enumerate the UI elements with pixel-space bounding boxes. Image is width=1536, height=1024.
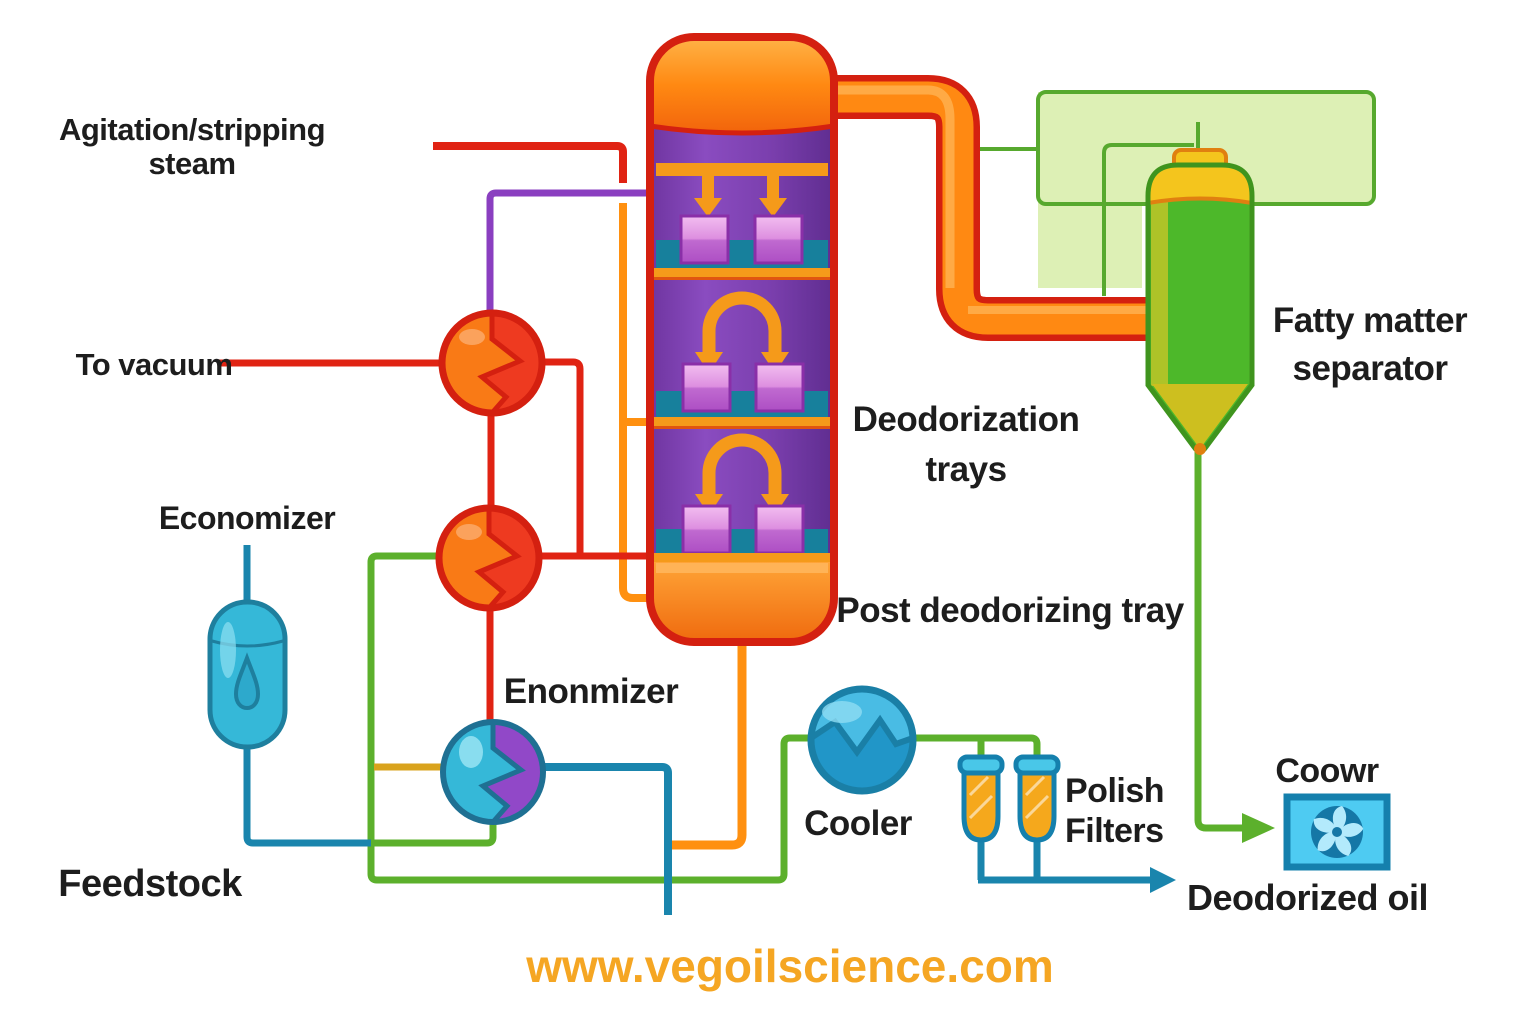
economizer-teal-lines	[243, 545, 371, 847]
label-enonmizer: Enonmizer	[504, 672, 679, 711]
heat-exchanger-icon	[435, 504, 543, 612]
column-bottom-orange-line	[672, 638, 747, 850]
deodorized-oil-line	[977, 836, 1176, 893]
tray-box	[681, 362, 805, 413]
vessel-drain-tip	[1194, 443, 1206, 455]
polish-filter-icon	[1013, 754, 1061, 843]
label-polish-filters: Polish	[1065, 772, 1164, 810]
label-cooler: Cooler	[804, 804, 913, 843]
economizer-vessel	[207, 599, 288, 750]
vessel-bottom-liquid	[1152, 384, 1248, 446]
economizer-exchanger-icon	[440, 719, 546, 825]
steam-duct	[656, 163, 828, 176]
fatty-matter-separator-vessel	[1145, 148, 1255, 455]
tray-box	[679, 214, 804, 265]
label-feedstock: Feedstock	[58, 863, 243, 905]
polish-filter-icon	[957, 754, 1005, 843]
label-post-deodorizing-tray: Post deodorizing tray	[836, 591, 1184, 630]
tray-ring	[650, 417, 834, 428]
label-deodorization-trays: Deodorization	[853, 400, 1080, 439]
vessel-top-dome	[1146, 163, 1254, 206]
watermark: www.vegoilscience.com	[525, 940, 1054, 992]
label-fatty-matter-separator: separator	[1292, 349, 1448, 388]
heat-exchanger-icon	[438, 309, 546, 417]
tray-ring	[650, 268, 834, 279]
tray-ring	[650, 553, 834, 564]
fan-unit	[1283, 793, 1391, 871]
label-agitation-steam: Agitation/stripping	[59, 112, 325, 147]
green-arrow-icon	[1242, 813, 1275, 843]
vapor-pipe	[832, 75, 1150, 341]
tray-ring-shadow	[650, 277, 834, 280]
tray-box	[681, 504, 805, 555]
label-agitation-steam: steam	[148, 146, 235, 181]
label-deodorization-trays: trays	[925, 450, 1006, 489]
vacuum-circuit-lines	[218, 358, 654, 724]
deodorizer-column	[646, 33, 838, 646]
enonmizer-outlet-blue-line	[543, 763, 672, 915]
feedstock-green-loop	[367, 552, 1041, 884]
label-coowr: Coowr	[1275, 752, 1379, 790]
droplet-icon	[233, 652, 261, 711]
teal-arrow-icon	[1150, 867, 1176, 893]
tray-ring-shadow	[650, 426, 834, 429]
label-deodorized-oil: Deodorized oil	[1187, 877, 1428, 918]
cooler-icon	[807, 685, 917, 795]
post-deodorizing-section	[650, 562, 834, 642]
label-to-vacuum: To vacuum	[76, 347, 233, 382]
label-economizer: Economizer	[159, 500, 335, 536]
fan-icon	[1311, 806, 1364, 858]
label-polish-filters: Filters	[1065, 812, 1164, 850]
separator-to-fan-line	[1194, 452, 1275, 843]
down-arrow-icon	[694, 174, 787, 217]
label-fatty-matter-separator: Fatty matter	[1273, 301, 1468, 340]
